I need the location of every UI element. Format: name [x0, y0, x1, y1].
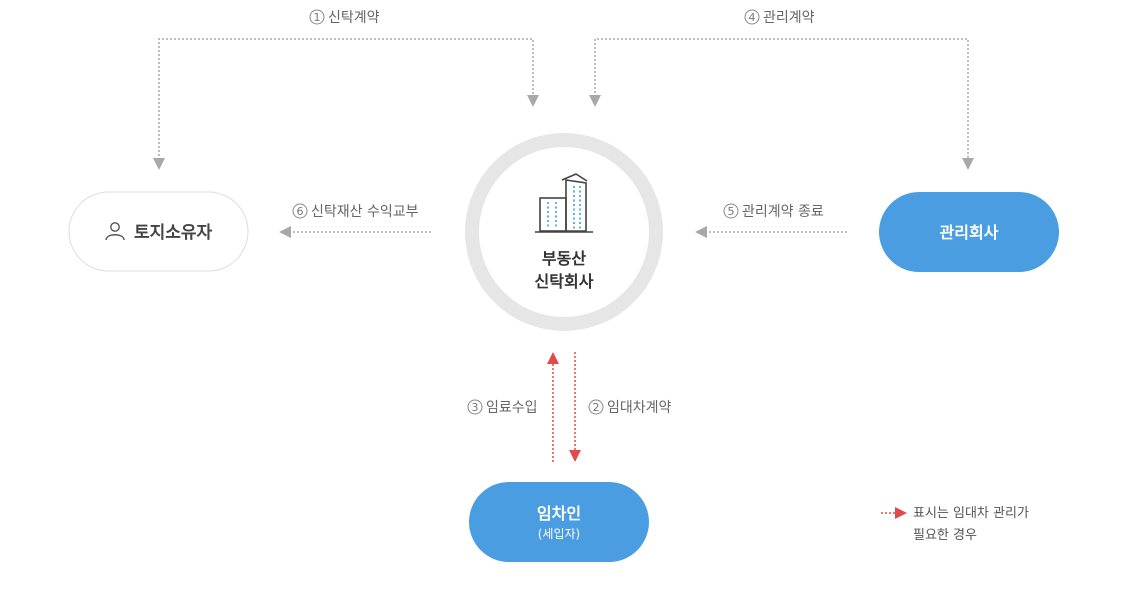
flow-1-arrow	[153, 38, 539, 170]
svg-text:1: 1	[314, 11, 321, 24]
person-icon	[105, 222, 125, 241]
tenant-node: 임차인 (세입자)	[469, 482, 649, 562]
flow-2-label: 2 임대차계약	[588, 399, 672, 416]
svg-text:4: 4	[749, 11, 756, 24]
landowner-node: 토지소유자	[68, 191, 249, 272]
svg-text:임료수입: 임료수입	[486, 400, 538, 416]
tenant-label: 임차인	[537, 504, 581, 523]
legend: 표시는 임대차 관리가 필요한 경우	[881, 506, 1029, 543]
legend-line-2: 필요한 경우	[913, 528, 977, 543]
flow-3-label: 3 임료수입	[467, 399, 538, 416]
trust-company-node: 부동산 신탁회사	[465, 133, 663, 331]
flow-4-arrow	[589, 38, 974, 170]
flow-6-label: 6 신탁재산 수익교부	[292, 203, 419, 220]
legend-line-1: 표시는 임대차 관리가	[913, 506, 1029, 521]
building-icon	[535, 173, 593, 233]
management-company-label: 관리회사	[940, 223, 999, 242]
svg-text:6: 6	[297, 205, 304, 218]
tenant-sub-label: (세입자)	[538, 527, 580, 541]
svg-text:임대차계약: 임대차계약	[607, 400, 672, 416]
svg-text:관리계약: 관리계약	[763, 10, 815, 26]
svg-text:3: 3	[472, 401, 479, 414]
flow-1-label: 1 신탁계약	[309, 9, 380, 26]
landowner-label: 토지소유자	[134, 223, 213, 243]
svg-text:신탁계약: 신탁계약	[328, 10, 380, 26]
svg-text:관리계약 종료: 관리계약 종료	[742, 204, 824, 220]
management-company-node: 관리회사	[879, 192, 1059, 272]
flow-4-label: 4 관리계약	[744, 9, 815, 26]
svg-text:5: 5	[728, 205, 735, 218]
flow-5-label: 5 관리계약 종료	[723, 203, 824, 220]
svg-text:신탁재산 수익교부: 신탁재산 수익교부	[311, 204, 419, 220]
svg-text:2: 2	[593, 401, 600, 414]
trust-company-label-1: 부동산	[542, 249, 586, 268]
trust-company-label-2: 신탁회사	[535, 272, 594, 291]
